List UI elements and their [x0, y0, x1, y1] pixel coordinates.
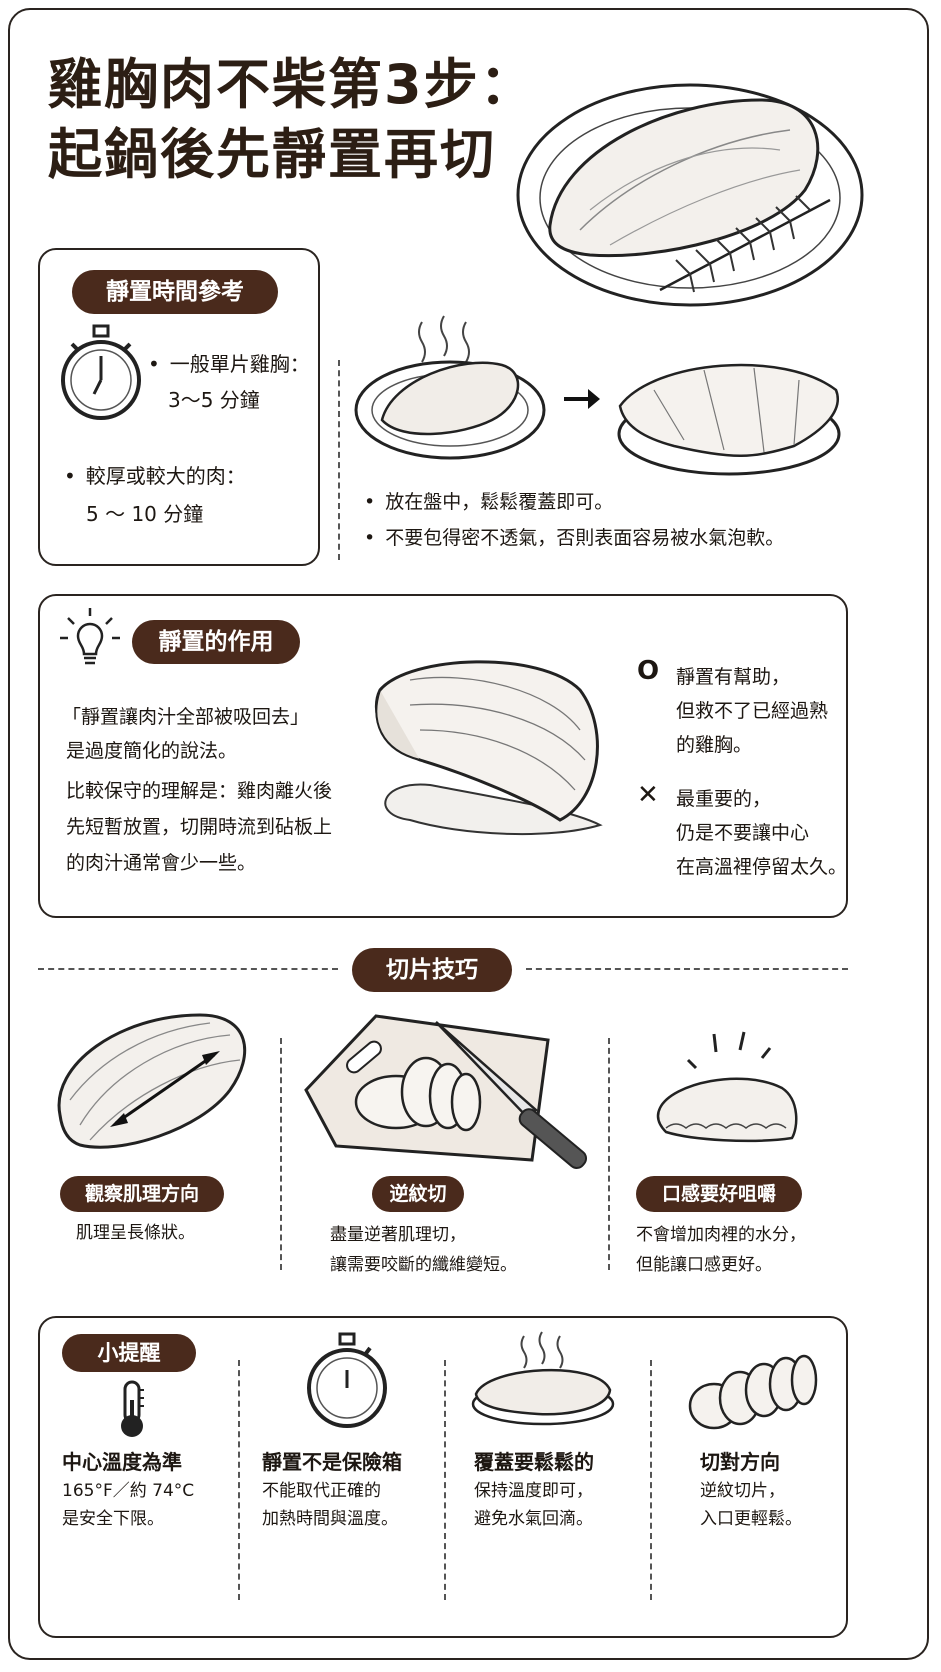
- reminder-1-line-2: 是安全下限。: [62, 1509, 164, 1529]
- reminder-2-line-1: 不能取代正確的: [262, 1481, 381, 1501]
- reminder-1-title: 中心溫度為準: [62, 1450, 182, 1474]
- good-mark-icon: O: [637, 656, 660, 686]
- reminder-4-title: 切對方向: [700, 1450, 780, 1474]
- slicing-col-2-line-2: 讓需要咬斷的纖維變短。: [330, 1255, 517, 1275]
- slicing-col-2-line-1: 盡量逆著肌理切，: [330, 1225, 466, 1245]
- slicing-col-2-title: 逆紋切: [372, 1176, 464, 1212]
- effect-para-1-line-2: 是過度簡化的說法。: [66, 740, 238, 762]
- reminder-2-line-2: 加熱時間與溫度。: [262, 1509, 398, 1529]
- reminder-2-title: 靜置不是保險箱: [262, 1450, 402, 1474]
- effect-para-2-line-1: 比較保守的理解是：雞肉離火後: [66, 780, 333, 802]
- arrow-right-icon: [564, 389, 600, 409]
- effect-good-line-2: 但救不了已經過熟: [676, 700, 829, 722]
- divider-vertical-4: [238, 1360, 240, 1600]
- lightbulb-icon: [60, 608, 120, 665]
- effect-bad-line-2: 仍是不要讓中心: [676, 822, 810, 844]
- slicing-heading: 切片技巧: [352, 948, 512, 992]
- divider-vertical-3: [608, 1038, 610, 1270]
- plate-resting-illustration: [354, 315, 546, 460]
- reminder-3-title: 覆蓋要鬆鬆的: [474, 1450, 594, 1474]
- effect-bad-line-3: 在高溫裡停留太久。: [676, 856, 848, 878]
- effect-bad-line-1: 最重要的，: [676, 788, 772, 810]
- stopwatch-icon-small: [307, 1332, 387, 1428]
- rest-time-heading: 靜置時間參考: [72, 270, 278, 314]
- rest-time-item-1-value: 3～5 分鐘: [168, 388, 260, 412]
- thermometer-icon: [121, 1380, 144, 1437]
- effect-para-1-line-1: 「靜置讓肉汁全部被吸回去」: [62, 706, 310, 728]
- slicing-col-3-line-1: 不會增加肉裡的水分，: [636, 1225, 806, 1245]
- reminder-heading: 小提醒: [62, 1334, 196, 1372]
- divider-vertical-6: [650, 1360, 652, 1600]
- stopwatch-icon: [61, 324, 141, 420]
- divider-vertical-2: [280, 1038, 282, 1270]
- cover-tip-2: 不要包得密不透氣，否則表面容易被水氣泡軟。: [364, 520, 784, 556]
- cut-chicken-illustration: [374, 660, 603, 836]
- page-title: 雞胸肉不柴第3步： 起鍋後先靜置再切: [48, 50, 536, 190]
- reminder-1-line-1: 165°F／約 74°C: [62, 1481, 195, 1501]
- effect-good-line-3: 的雞胸。: [676, 734, 753, 756]
- reminder-4-line-1: 逆紋切片，: [700, 1481, 785, 1501]
- rest-time-item-1-label: 一般單片雞胸：: [148, 346, 310, 382]
- title-line-2: 起鍋後先靜置再切: [48, 123, 496, 186]
- plate-covered-illustration: [617, 363, 841, 476]
- covered-plate-icon: [471, 1331, 615, 1426]
- divider-vertical-1: [338, 360, 340, 560]
- slicing-col-3-line-2: 但能讓口感更好。: [636, 1255, 772, 1275]
- title-line-1: 雞胸肉不柴第3步：: [48, 53, 536, 116]
- sliced-chicken-icon: [688, 1354, 818, 1430]
- effect-heading: 靜置的作用: [132, 620, 300, 664]
- effect-para-2-line-2: 先短暫放置，切開時流到砧板上: [66, 816, 333, 838]
- reminder-4-line-2: 入口更輕鬆。: [700, 1509, 802, 1529]
- rest-time-item-2-label: 較厚或較大的肉：: [64, 458, 246, 494]
- bad-mark-icon: ✕: [637, 780, 659, 810]
- tender-slice-illustration: [656, 1031, 798, 1143]
- grain-direction-illustration: [57, 1013, 247, 1149]
- slicing-divider-right: [526, 968, 848, 970]
- rest-time-item-2-value: 5 ～ 10 分鐘: [86, 502, 204, 526]
- effect-para-2-line-3: 的肉汁通常會少一些。: [66, 852, 257, 874]
- cover-tip-1: 放在盤中，鬆鬆覆蓋即可。: [364, 484, 613, 520]
- slicing-col-3-title: 口感要好咀嚼: [636, 1176, 802, 1212]
- divider-vertical-5: [444, 1360, 446, 1600]
- cutting-board-illustration: [304, 1014, 588, 1169]
- hero-plate-illustration: [516, 83, 864, 307]
- slicing-col-1-text: 肌理呈長條狀。: [76, 1223, 195, 1243]
- slicing-divider-left: [38, 968, 338, 970]
- effect-good-line-1: 靜置有幫助，: [676, 666, 791, 688]
- reminder-3-line-2: 避免水氣回滴。: [474, 1509, 593, 1529]
- reminder-3-line-1: 保持溫度即可，: [474, 1481, 593, 1501]
- slicing-col-1-title: 觀察肌理方向: [60, 1176, 224, 1212]
